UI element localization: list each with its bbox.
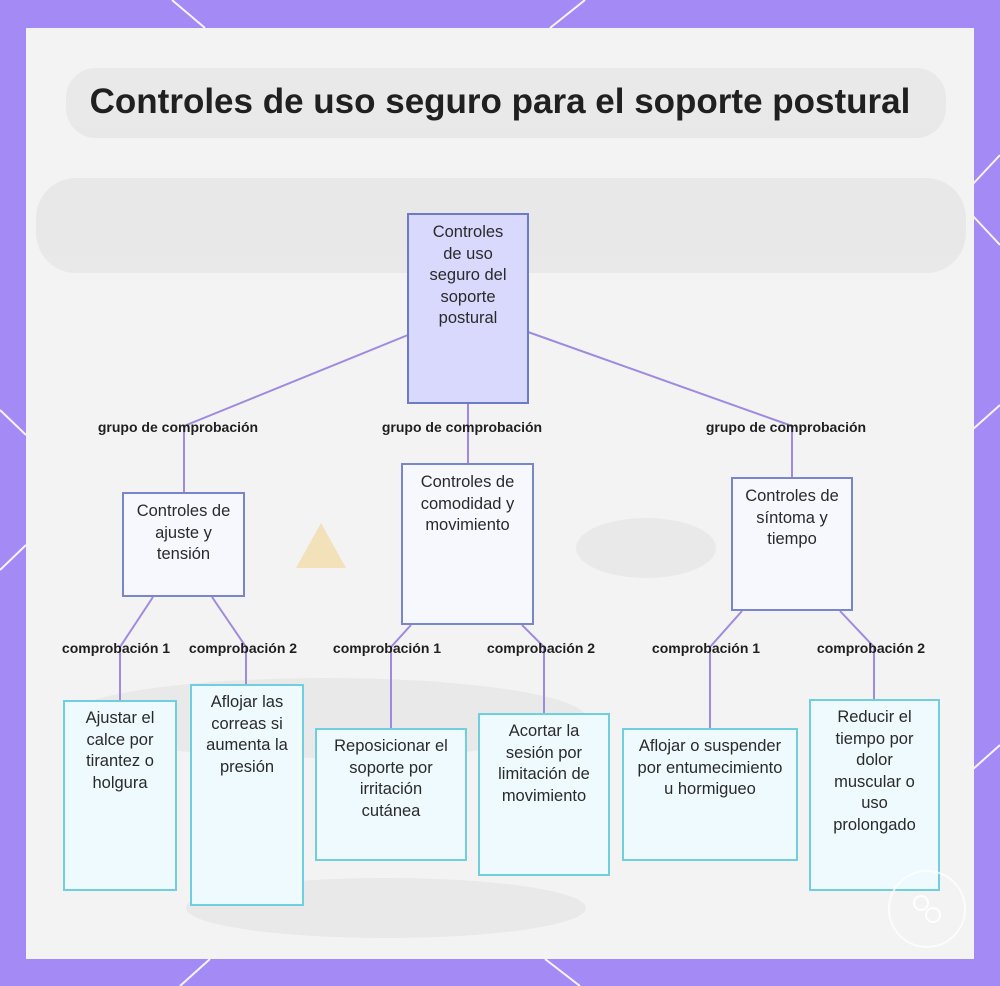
edge-label-check-2: comprobación 2 xyxy=(816,640,926,656)
leaf-node-reduce-time: Reducir el tiempo por dolor muscular o u… xyxy=(809,699,940,891)
edge-label-check-2: comprobación 2 xyxy=(188,640,298,656)
leaf-node-label: Aflojar o suspender por entumecimiento u… xyxy=(637,737,783,798)
leaf-node-label: Reducir el tiempo por dolor muscular o u… xyxy=(833,708,916,834)
connector-symptom-leaf1 xyxy=(709,610,743,729)
leaf-node-label: Aflojar las correas si aumenta la presió… xyxy=(206,693,288,776)
leaf-node-label: Acortar la sesión por limitación de movi… xyxy=(498,722,590,805)
connector-fit-leaf2 xyxy=(211,596,247,685)
edge-label-check-1: comprobación 1 xyxy=(651,640,761,656)
group-node-symptom-label: Controles de síntoma y tiempo xyxy=(745,487,839,548)
root-node-label: Controles de uso seguro del soporte post… xyxy=(429,223,507,327)
edge-label-check-1: comprobación 1 xyxy=(61,640,171,656)
root-node: Controles de uso seguro del soporte post… xyxy=(407,213,529,404)
leaf-node-loosen-suspend: Aflojar o suspender por entumecimiento u… xyxy=(622,728,798,861)
group-node-symptom: Controles de síntoma y tiempo xyxy=(731,477,853,611)
edge-label-group: grupo de comprobación xyxy=(97,419,259,435)
connector-fit-leaf1 xyxy=(119,596,154,700)
group-node-comfort-label: Controles de comodidad y movimiento xyxy=(420,473,515,534)
connector-root-fit xyxy=(183,334,409,493)
connector-root-symptom xyxy=(527,331,793,478)
connector-comfort-leaf2 xyxy=(521,624,545,714)
leaf-node-label: Reposicionar el soporte por irritación c… xyxy=(334,737,448,820)
edge-label-group: grupo de comprobación xyxy=(381,419,543,435)
group-node-comfort: Controles de comodidad y movimiento xyxy=(401,463,534,625)
logo-icon xyxy=(888,870,966,948)
leaf-node-label: Ajustar el calce por tirantez o holgura xyxy=(85,709,155,792)
edge-label-check-2: comprobación 2 xyxy=(486,640,596,656)
page-title: Controles de uso seguro para el soporte … xyxy=(89,82,911,121)
leaf-node-loosen-straps: Aflojar las correas si aumenta la presió… xyxy=(190,684,304,906)
connector-symptom-leaf2 xyxy=(839,610,875,700)
group-node-fit-label: Controles de ajuste y tensión xyxy=(136,502,231,563)
leaf-node-reposition: Reposicionar el soporte por irritación c… xyxy=(315,728,467,861)
connector-comfort-leaf1 xyxy=(390,624,412,729)
leaf-node-adjust-fit: Ajustar el calce por tirantez o holgura xyxy=(63,700,177,891)
logo-glyph-icon xyxy=(913,895,941,923)
group-node-fit: Controles de ajuste y tensión xyxy=(122,492,245,597)
edge-label-check-1: comprobación 1 xyxy=(332,640,442,656)
leaf-node-shorten-session: Acortar la sesión por limitación de movi… xyxy=(478,713,610,876)
edge-label-group: grupo de comprobación xyxy=(705,419,867,435)
